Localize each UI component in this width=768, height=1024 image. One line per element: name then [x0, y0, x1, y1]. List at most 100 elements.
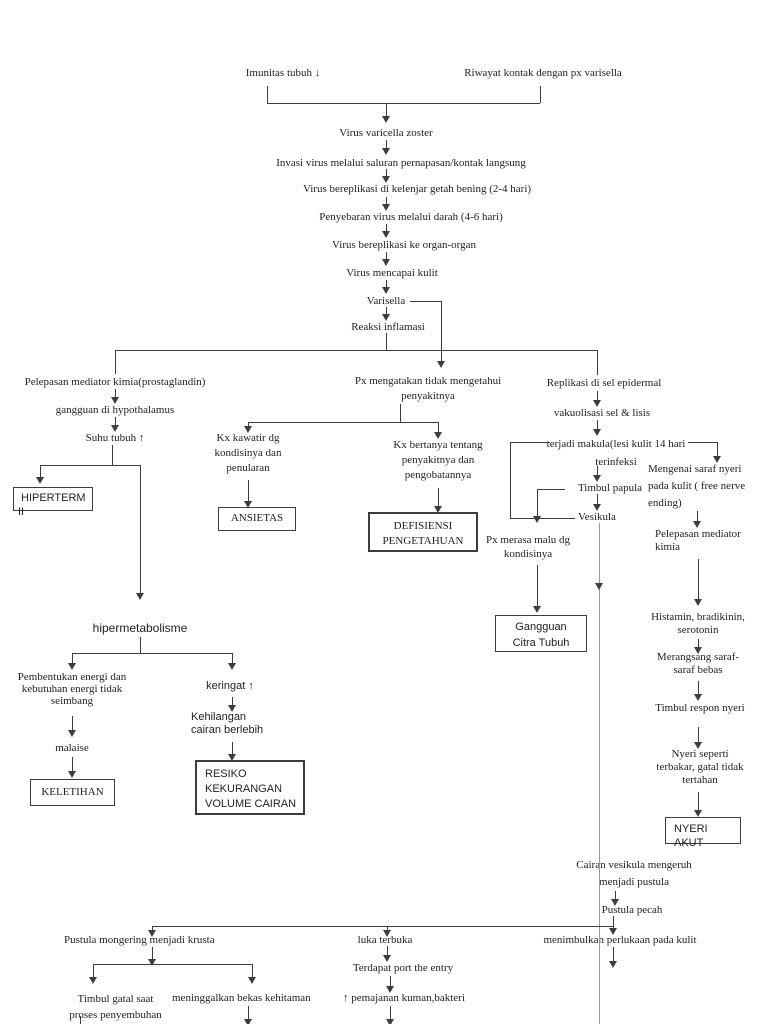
node-kx-kawatir: Kx kawatir dg kondisinya dan penularan: [214, 432, 282, 474]
arrow-down-icon: [593, 504, 601, 511]
connector-line: [597, 494, 598, 504]
connector-line: [597, 466, 598, 475]
arrow-down-icon: [533, 606, 541, 613]
connector-line: [387, 926, 388, 930]
connector-line: [386, 103, 387, 116]
connector-line: [267, 103, 540, 104]
arrow-down-icon: [244, 426, 252, 433]
arrow-down-icon: [382, 231, 390, 238]
connector-line: [386, 280, 387, 287]
arrow-down-icon: [434, 506, 442, 513]
connector-line: [697, 511, 698, 521]
node-pustula-pecah: Pustula pecah: [601, 904, 663, 916]
connector-line: [400, 404, 401, 422]
box-gangguan-citra-tubuh: Gangguan Citra Tubuh: [495, 615, 587, 652]
node-invasi-virus: Invasi virus melalui saluran pernapasan/…: [276, 157, 526, 169]
node-vakuolisasi: vakuolisasi sel & lisis: [553, 407, 651, 419]
node-timbul-papula: Timbul papula: [577, 482, 643, 494]
node-timbul-gatal: Timbul gatal saat proses penyembuhan: [69, 993, 162, 1021]
connector-line: [80, 1016, 81, 1024]
box-defisiensi-pengetahuan: DEFISIENSI PENGETAHUAN: [368, 512, 478, 552]
node-pemajanan-kuman: ↑ pemajanan kuman,bakteri: [343, 992, 465, 1004]
connector-line-gray: [599, 523, 600, 1024]
connector-line: [386, 140, 387, 148]
connector-line: [115, 417, 116, 425]
arrow-down-icon: [148, 930, 156, 937]
node-port-the-entry: Terdapat port the entry: [352, 962, 454, 974]
node-virus-mencapai-kulit: Virus mencapai kulit: [346, 267, 438, 279]
arrow-down-icon: [382, 314, 390, 321]
connector-line: [698, 559, 699, 599]
arrow-down-icon: [382, 176, 390, 183]
connector-line: [510, 518, 575, 519]
connector-line: [410, 301, 441, 302]
connector-line: [40, 465, 140, 466]
node-mengenai-saraf-nyeri: Mengenai saraf nyeri pada kulit ( free n…: [648, 463, 746, 509]
box-hipertermi: HIPERTERM II: [13, 487, 93, 518]
arrow-down-icon: [694, 647, 702, 654]
arrow-down-icon: [148, 959, 156, 966]
connector-line: [387, 946, 388, 955]
connector-line: [597, 391, 598, 400]
connector-line: [72, 653, 73, 663]
arrow-down-icon: [68, 730, 76, 737]
node-hipermetabolisme: hipermetabolisme: [92, 621, 188, 635]
node-nyeri-terbakar: Nyeri seperti terbakar, gatal tidak tert…: [656, 748, 744, 786]
node-kehilangan-cairan: Kehilangan cairan berlebih: [191, 711, 264, 736]
node-merangsang-saraf: Merangsang saraf- saraf bebas: [656, 651, 740, 676]
node-keringat: keringat ↑: [206, 680, 254, 692]
connector-line: [698, 792, 699, 810]
node-vesikula: Vesikula: [578, 511, 616, 523]
connector-line: [386, 197, 387, 204]
arrow-down-icon: [228, 705, 236, 712]
arrow-down-icon: [593, 475, 601, 482]
connector-line: [93, 964, 94, 977]
connector-line: [438, 488, 439, 506]
connector-line: [390, 1006, 391, 1019]
node-malaise: malaise: [55, 742, 89, 754]
arrow-down-icon: [713, 456, 721, 463]
connector-line: [152, 926, 613, 927]
connector-line: [248, 422, 438, 423]
connector-line: [232, 697, 233, 705]
node-gangguan-hypothalamus: gangguan di hypothalamus: [55, 404, 175, 416]
arrow-down-icon: [382, 287, 390, 294]
node-px-malu: Px merasa malu dg kondisinya: [485, 534, 570, 560]
connector-line: [540, 86, 541, 103]
connector-line: [93, 964, 252, 965]
connector-line: [115, 389, 116, 397]
connector-line: [140, 637, 141, 653]
node-riwayat-kontak: Riwayat kontak dengan px varisella: [464, 67, 622, 79]
node-suhu-tubuh: Suhu tubuh ↑: [85, 432, 145, 444]
node-pelepasan-prostaglandin: Pelepasan mediator kimia(prostaglandin): [24, 376, 206, 388]
connector-line: [537, 565, 538, 606]
box-nyeri-akut: NYERI AKUT: [665, 817, 741, 849]
connector-line: [252, 964, 253, 977]
arrow-down-icon: [694, 810, 702, 817]
arrow-down-icon: [694, 599, 702, 606]
node-pelepasan-mediator-kimia: Pelepasan mediator kimia: [655, 528, 741, 553]
node-cairan-vesikula: Cairan vesikula mengeruh menjadi pustula: [576, 859, 692, 888]
connector-line: [115, 350, 116, 374]
box-keletihan: KELETIHAN: [30, 779, 115, 806]
connector-line: [615, 891, 616, 899]
node-pembentukan-energi: Pembentukan energi dan kebutuhan energi …: [17, 671, 127, 707]
node-luka-terbuka: luka terbuka: [357, 934, 413, 946]
node-menimbulkan-perlukaan: menimbulkan perlukaan pada kulit: [543, 934, 697, 946]
arrow-down-icon: [89, 977, 97, 984]
connector-line: [698, 639, 699, 647]
connector-line: [688, 442, 717, 443]
hipertermi-label: HIPERTERM: [21, 492, 86, 504]
connector-line: [698, 727, 699, 742]
connector-line: [537, 489, 565, 490]
connector-line: [386, 252, 387, 259]
arrow-down-icon: [382, 259, 390, 266]
node-histamin-bradikinin: Histamin, bradikinin, serotonin: [651, 611, 745, 636]
arrow-down-icon: [693, 521, 701, 528]
arrow-down-icon: [383, 955, 391, 962]
box-resiko-kekurangan-volume-cairan: RESIKO KEKURANGAN VOLUME CAIRAN: [195, 760, 305, 815]
arrow-down-icon: [248, 977, 256, 984]
arrow-down-icon: [694, 694, 702, 701]
arrow-down-icon: [36, 477, 44, 484]
arrow-down-icon: [228, 663, 236, 670]
